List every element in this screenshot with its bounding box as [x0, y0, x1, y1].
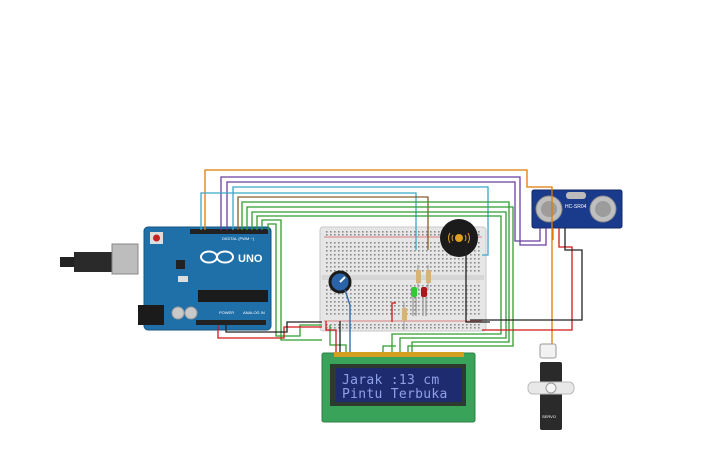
resistors[interactable] [402, 265, 431, 330]
servo-connector [539, 343, 557, 359]
arduino-uno-board[interactable]: UNO DIGITAL (PWM ~) POWER ANALOG IN [60, 226, 272, 331]
wires [200, 169, 583, 352]
wire-black-bb [465, 250, 490, 323]
wire-purple-2 [226, 181, 541, 242]
green-led[interactable] [411, 287, 417, 316]
usb-cable [74, 252, 114, 272]
analog-header-label: ANALOG IN [243, 310, 265, 315]
potentiometer[interactable] [328, 270, 352, 294]
wire-green-4 [256, 215, 502, 352]
breadboard-holes [326, 231, 480, 329]
lcd-line-2: Pintu Terbuka [342, 387, 448, 402]
wire-red-lcd [325, 321, 337, 352]
wire-red-sensor [482, 228, 573, 331]
wire-blue-pot [344, 289, 351, 352]
capacitor-1 [171, 306, 185, 320]
piezo-buzzer[interactable] [440, 219, 478, 257]
wire-green-5 [261, 219, 322, 341]
wire-green-3 [251, 211, 507, 352]
digital-header [190, 229, 268, 234]
lcd-header-pins [334, 352, 464, 357]
wire-black-gnd [225, 321, 322, 333]
wire-green-1 [241, 201, 510, 352]
capacitor-2 [184, 306, 198, 320]
reset-button[interactable] [153, 234, 160, 242]
red-led[interactable] [421, 287, 427, 316]
wire-green-lcd-b [382, 345, 396, 352]
buzzer-center [455, 234, 463, 242]
wire-teal-2 [200, 192, 417, 250]
wire-red-bb [391, 302, 396, 322]
wire-green-6 [267, 223, 322, 337]
power-header-label: POWER [219, 310, 234, 315]
servo-label: SERVO [542, 414, 556, 419]
wire-red-power [217, 325, 322, 339]
lcd-display[interactable]: Jarak :13 cm Pintu Terbuka [321, 352, 476, 423]
wire-green-2 [246, 206, 514, 352]
digital-header-label: DIGITAL (PWM ~) [222, 236, 255, 241]
wire-purple-1 [220, 176, 547, 246]
crystal [178, 276, 188, 282]
ultrasonic-sensor[interactable]: HC-SR04 [531, 189, 623, 229]
power-jack [138, 305, 164, 325]
usb-plug [60, 257, 76, 267]
power-analog-header [196, 320, 266, 325]
lcd-screen [336, 368, 462, 402]
sensor-model-label: HC-SR04 [565, 204, 587, 210]
breadboard[interactable] [319, 226, 487, 332]
lcd-line-1: Jarak :13 cm [342, 373, 440, 388]
small-ic [176, 260, 185, 269]
wire-black-sensor [470, 228, 583, 321]
arduino-logo [200, 250, 234, 264]
sensor-crystal [566, 192, 586, 199]
wire-brown [237, 196, 429, 250]
wire-green-lcd-a [329, 325, 347, 352]
usb-connector [111, 243, 139, 275]
servo-motor[interactable]: SERVO [527, 343, 575, 430]
board-model-label: UNO [238, 253, 263, 265]
atmega-chip [198, 290, 268, 302]
wire-teal [232, 186, 489, 256]
wire-orange-trig [204, 169, 553, 348]
